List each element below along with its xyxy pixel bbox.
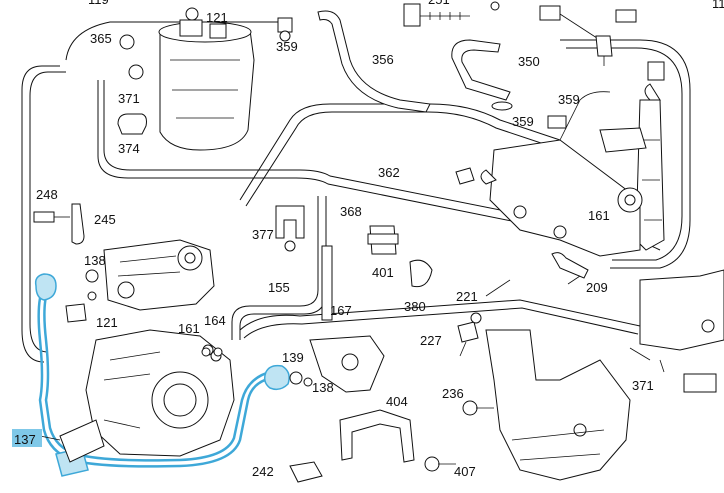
clip-242 [289,461,323,483]
callout-227: 227 [420,333,442,348]
callout-139: 139 [282,350,304,365]
callout-350: 350 [518,54,540,69]
callout-356: 356 [372,52,394,67]
callout-242: 242 [252,464,274,479]
callout-221: 221 [456,289,478,304]
mount-bracket [485,329,631,481]
fitting-139 [201,335,385,393]
callout-371: 371 [118,91,140,106]
callout-401: 401 [372,265,394,280]
callout-161: 161 [178,321,200,336]
callout-407: 407 [454,464,476,479]
clip-377 [275,205,305,252]
hose-356 [317,10,431,113]
callout-359: 359 [512,114,534,129]
callout-164: 164 [204,313,226,328]
pump-upper [65,239,215,323]
part-137-line[interactable] [34,273,290,477]
hose-350 [451,39,511,101]
callout-138: 138 [84,253,106,268]
leader-lines [39,275,581,441]
callout-137-highlight [12,429,42,447]
callout-155: 155 [268,280,290,295]
callout-236: 236 [442,386,464,401]
callout-380: 380 [404,299,426,314]
bracket-404 [339,409,415,463]
callout-138: 138 [312,380,334,395]
callout-368: 368 [340,204,362,219]
callout-11: 11 [712,0,724,11]
callout-359: 359 [276,39,298,54]
callout-374: 374 [118,141,140,156]
filter-housing [158,7,255,151]
callout-359: 359 [558,92,580,107]
callout-161: 161 [588,208,610,223]
bolts-lower [424,312,494,472]
callout-362: 362 [378,165,400,180]
connector-strip [403,1,665,101]
bolts-248-245 [33,203,85,245]
callout-119: 119 [88,0,109,7]
callout-121: 121 [206,10,228,25]
callout-404: 404 [386,394,408,409]
callout-167: 167 [330,303,352,318]
small-clips-top [117,17,293,135]
callout-248: 248 [36,187,58,202]
callout-121: 121 [96,315,118,330]
high-pressure-pump [59,329,235,463]
injector-assembly [455,91,665,279]
callout-251: 251 [428,0,450,7]
callout-377: 377 [252,227,274,242]
callout-371: 371 [632,378,654,393]
callout-245: 245 [94,212,116,227]
callout-137: 137 [14,432,36,447]
callout-209: 209 [586,280,608,295]
callout-365: 365 [90,31,112,46]
clips-401-380 [367,225,433,288]
callouts: 119 121 251 365 359 356 350 371 374 359 … [12,0,724,479]
engine-block [629,269,724,393]
